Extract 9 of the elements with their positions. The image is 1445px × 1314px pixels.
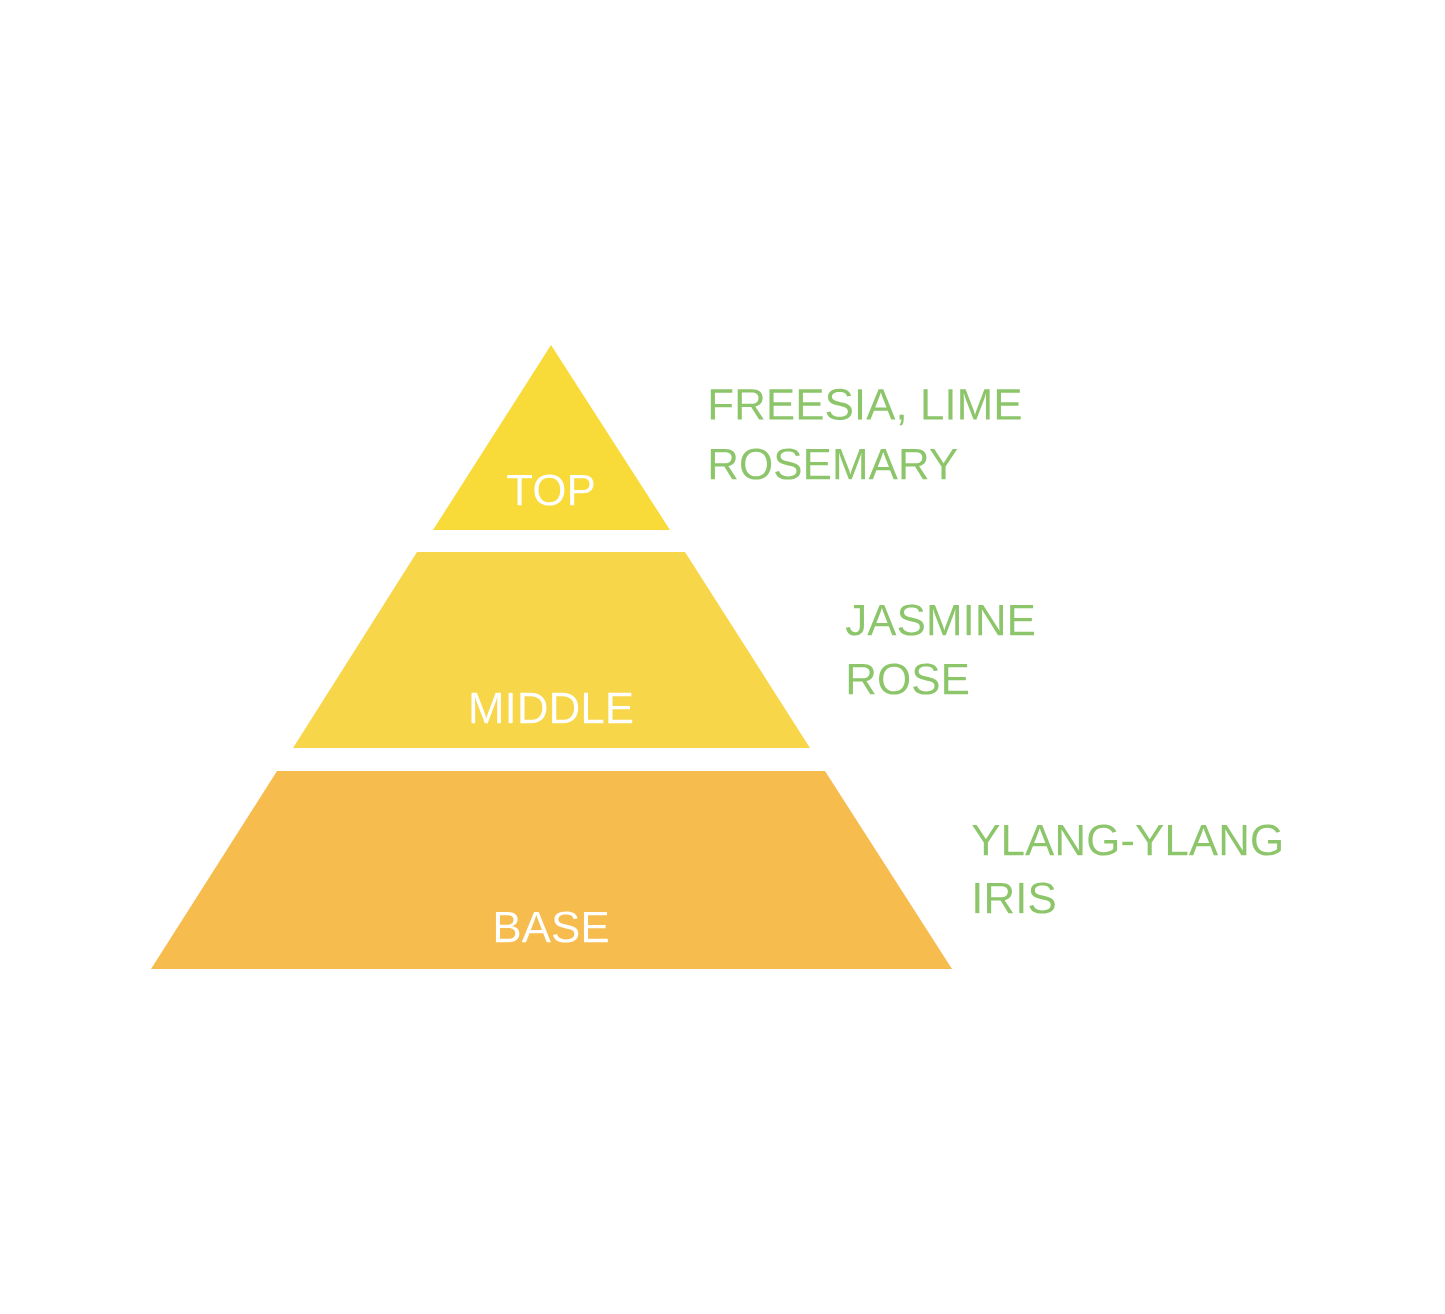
note-text: ROSE <box>848 663 968 695</box>
note-text: ROSEMARY <box>710 448 958 480</box>
pyramid-layer: MIDDLE <box>293 552 810 748</box>
note-text: FREESIA, LIME <box>710 388 1021 426</box>
pyramid-layer: BASE <box>151 771 952 969</box>
pyramid-layer: TOP <box>433 345 670 530</box>
note-text: IRIS <box>975 882 1055 914</box>
note-text: JASMINE <box>845 604 1034 636</box>
note-text: YLANG-YLANG <box>972 824 1281 856</box>
